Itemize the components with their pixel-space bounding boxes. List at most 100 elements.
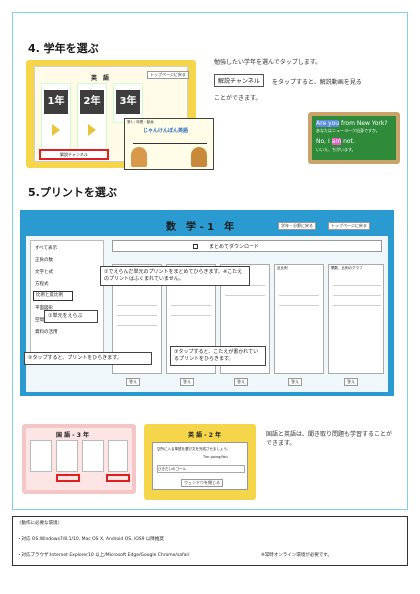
callout-select-unit: ①単元をえらぶ (44, 310, 98, 323)
requirements-os: ・対応 OS:Windows7/8.1/10, Mac OS X, Androi… (17, 537, 164, 542)
download-all-button[interactable]: まとめてダウンロード (112, 240, 382, 252)
callout-download: ①でえらんだ単元のプリントをまとめてひらきます。※こたえのプリントはふくまれてい… (100, 266, 250, 286)
math-header-title: 数 学 - 1 年 (166, 222, 235, 233)
requirements-heading: 〈動作に必要な環境〉 (17, 521, 62, 526)
number-line (133, 143, 207, 144)
english-line2-ja: いいえ、ちがいます。 (316, 147, 356, 152)
top-page-button[interactable]: トップページに戻る (147, 71, 189, 79)
english-dialog: 空所に入る単語を選び文を完成させましょう。 Tim going/fish ひきだ… (152, 442, 248, 490)
highlight-am: am (331, 138, 342, 145)
sidebar-item-signed-numbers[interactable]: 正負の数 (35, 258, 53, 263)
highlight-are-you: Are you (316, 120, 340, 127)
card-line (117, 325, 157, 326)
math-print-sheet: 数 学 - 1 年 学年・分野に戻る トップページに戻る すべて表示 正負の数 … (26, 214, 388, 392)
download-icon (193, 244, 198, 249)
print-card-5[interactable]: 関数、比例のグラフ (328, 264, 384, 374)
card-line (333, 305, 381, 306)
grade-1-button[interactable]: 1年 (44, 90, 68, 114)
print-card-4[interactable]: 反比例 (274, 264, 324, 374)
line1-rest: from New York? (339, 120, 388, 127)
audio-player[interactable]: ひきだいのゴール (157, 465, 245, 473)
english-line1-ja: あなたはニューヨーク出身ですか。 (316, 128, 380, 133)
line2-prefix: No, I (316, 138, 332, 145)
english-card-frame: Are you from New York? あなたはニューヨーク出身ですか。 … (308, 112, 400, 164)
english-line1: Are you from New York? (316, 120, 388, 127)
arrow-right-icon (52, 124, 60, 136)
answer-button-5[interactable]: 答え (344, 378, 358, 386)
jp-highlight-1 (56, 474, 80, 482)
card-line (279, 295, 319, 296)
section4-title: 4. 学年を選ぶ (28, 42, 99, 55)
japanese-sheet: 国 語 - 3 年 (26, 428, 132, 490)
grade-3-button[interactable]: 3年 (116, 90, 140, 114)
japanese-header: 国 語 - 3 年 (56, 432, 90, 439)
card-line (171, 315, 211, 316)
subject-label: 英 語 (91, 75, 110, 82)
grade-2-button[interactable]: 2年 (80, 90, 104, 114)
section4-description: 勉強したい学年を選んでタップします。 (214, 59, 322, 66)
requirements-box: 〈動作に必要な環境〉 ・対応 OS:Windows7/8.1/10, Mac O… (12, 516, 408, 566)
video-thumbnail[interactable]: 第1・時間・動画 じゃんけんぽん英語 (124, 118, 214, 170)
answer-button-4[interactable]: 答え (288, 378, 302, 386)
download-label: まとめてダウンロード (209, 244, 260, 250)
close-window-button[interactable]: ウェンドウを閉じる (181, 479, 223, 487)
answer-button-2[interactable]: 答え (180, 378, 194, 386)
content-frame (12, 12, 408, 510)
card-line (171, 305, 211, 306)
answer-button-1[interactable]: 答え (126, 378, 140, 386)
grade-column-1[interactable]: 1年 (41, 83, 71, 153)
english-blackboard: Are you from New York? あなたはニューヨーク出身ですか。 … (312, 116, 396, 160)
sidebar-item-expressions[interactable]: 文字と式 (35, 270, 53, 275)
section4-instruction: をタップすると、解説動画を見る (272, 79, 362, 86)
character-left-icon (131, 147, 147, 167)
math-header-bar: 数 学 - 1 年 学年・分野に戻る トップページに戻る (26, 214, 388, 236)
sidebar-item-equations[interactable]: 方程式 (35, 282, 49, 287)
sidebar-item-proportion[interactable]: 比例と反比例 (33, 291, 73, 301)
jp-print-3[interactable] (82, 440, 104, 472)
jp-print-1[interactable] (30, 440, 52, 472)
channel-highlight (39, 149, 109, 160)
line2-rest: not. (341, 138, 355, 145)
video-small-title: 第1・時間・動画 (127, 120, 154, 124)
card-line (117, 305, 157, 306)
arrow-right-icon (88, 124, 96, 136)
jp-print-2[interactable] (56, 440, 78, 472)
unit-sidebar: すべて表示 正負の数 文字と式 方程式 比例と反比例 平面図形 空間図形 資料の… (30, 240, 104, 360)
card-line (279, 305, 319, 306)
english-line2: No, I am not. (316, 138, 355, 145)
character-right-icon (191, 147, 207, 167)
card-line (225, 295, 265, 296)
sidebar-item-plane-figures[interactable]: 平面図形 (35, 306, 53, 311)
jp-highlight-2 (106, 474, 130, 482)
sidebar-item-data[interactable]: 資料の活用 (35, 330, 58, 335)
jp-print-4[interactable] (108, 440, 128, 472)
answer-button-3[interactable]: 答え (234, 378, 248, 386)
grade-column-3[interactable]: 3年 (113, 83, 143, 123)
card-line (117, 315, 157, 316)
grade-column-2[interactable]: 2年 (77, 83, 107, 153)
sidebar-item-all[interactable]: すべて表示 (35, 246, 58, 251)
back-to-top-button[interactable]: トップページに戻る (328, 222, 370, 230)
channel-label-box: 解説チャンネル (214, 74, 264, 87)
japanese-screenshot: 国 語 - 3 年 (22, 424, 136, 494)
requirements-online-note: ※常時オンライン環境が必要です。 (261, 553, 332, 558)
callout-open-answer: ③タップすると、こたえが書かれているプリントをひらきます。 (170, 346, 266, 366)
requirements-browser: ・対応ブラウザ:Internet Explorer10 以上/Microsoft… (17, 553, 190, 558)
card-line (333, 285, 381, 286)
card-4-header: 反比例 (277, 266, 288, 270)
card-5-header: 関数、比例のグラフ (331, 266, 363, 270)
back-to-grade-button[interactable]: 学年・分野に戻る (278, 222, 316, 230)
video-title: じゃんけんぽん英語 (143, 128, 189, 134)
english-option[interactable]: Tim going/fish (203, 455, 228, 459)
card-line (333, 295, 381, 296)
section5-note: 国語と英語は、聞き取り問題も学習することができます。 (266, 431, 393, 447)
section4-instruction-line2: ことができます。 (214, 95, 262, 102)
english-listening-screenshot: 英 語 - 2 年 空所に入る単語を選び文を完成させましょう。 Tim goin… (144, 424, 256, 500)
channel-bar-button[interactable]: 解説チャンネル (43, 151, 105, 158)
callout-open-print: ②タップすると、プリントをひらきます。 (24, 352, 152, 365)
section5-title: 5.プリントを選ぶ (28, 186, 117, 199)
grade-select-screenshot: 英 語 トップページに戻る 1年 2年 3年 文法一覧 ワークシート 解説チャン… (26, 60, 196, 168)
english-prompt: 空所に入る単語を選び文を完成させましょう。 (157, 447, 231, 451)
english-header: 英 語 - 2 年 (188, 432, 222, 439)
